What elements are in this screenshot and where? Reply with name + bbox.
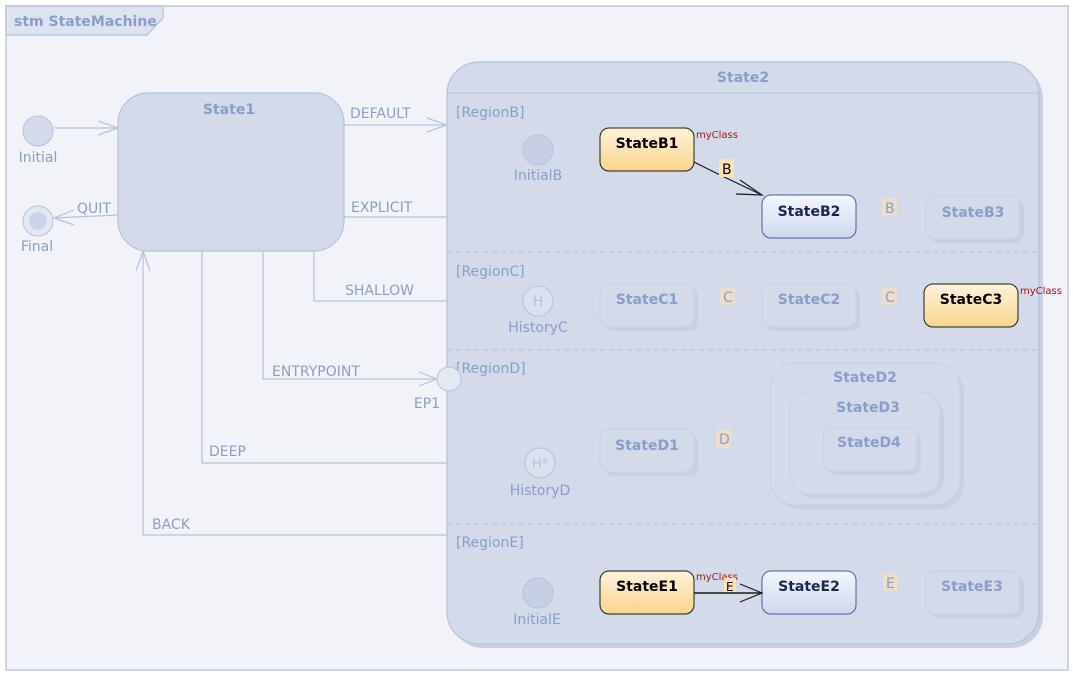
d1-to-d4-label: D [719, 432, 730, 448]
frame-title-tab [5, 5, 164, 36]
entrypoint-transition-line[interactable] [262, 251, 437, 380]
statec2-box[interactable] [761, 283, 857, 328]
statee3-title: StateE3 [941, 579, 1003, 595]
stateb3-title: StateB3 [942, 205, 1005, 221]
e2-to-e3-label: E [886, 576, 895, 592]
entrypoint-label: ENTRYPOINT [272, 364, 360, 380]
historyc-symbol: H [533, 294, 544, 310]
final-label: Final [21, 239, 53, 255]
e1-to-e2-arrowhead [739, 583, 764, 603]
historyd-label: HistoryD [510, 483, 571, 499]
historyc-label: HistoryC [508, 320, 568, 336]
b1-to-b2-arrowhead [735, 179, 765, 196]
statee3-box[interactable] [925, 570, 1021, 615]
shallow-label: SHALLOW [345, 283, 414, 299]
state2-title: State2 [717, 70, 769, 86]
ep1-label: EP1 [414, 396, 440, 412]
stateb1-box[interactable] [599, 127, 695, 172]
statee2-title: StateE2 [778, 579, 840, 595]
quit-transition-line[interactable] [53, 214, 119, 219]
b2-to-b3-label: B [885, 201, 895, 217]
statee1-stereotype: myClass [696, 572, 738, 583]
initial-label: Initial [19, 150, 58, 166]
frame-title: stm StateMachine [14, 14, 157, 30]
c2-to-c3-label: C [885, 290, 895, 306]
state1-title: State1 [203, 102, 255, 118]
b2-to-b3-label-bg [882, 198, 897, 216]
c1-to-c2-label-bg [720, 287, 735, 305]
stateb2-box[interactable] [761, 194, 857, 239]
initialb-node[interactable] [522, 134, 554, 166]
stated1-title: StateD1 [615, 438, 679, 454]
back-transition-line[interactable] [142, 251, 447, 536]
c1-to-c2-label: C [723, 290, 733, 306]
stateb2-title: StateB2 [778, 204, 841, 220]
region-e-label: [RegionE] [456, 535, 524, 551]
b1-to-b2-label-bg [719, 159, 734, 177]
quit-transition-arrowhead [52, 209, 75, 226]
statec2-title: StateC2 [778, 292, 840, 308]
historyc-node[interactable] [522, 285, 554, 317]
historyd-node[interactable] [524, 447, 556, 479]
c2-to-c3-label-bg [882, 287, 897, 305]
initiale-label: InitialE [513, 612, 561, 628]
e1-to-e2-label-bg [724, 578, 736, 592]
quit-label: QUIT [77, 201, 111, 217]
statec3-title: StateC3 [940, 292, 1002, 308]
statec1-box[interactable] [599, 283, 695, 328]
statee1-title: StateE1 [616, 579, 678, 595]
initial-node[interactable] [22, 115, 54, 147]
stateb3-box[interactable] [925, 195, 1021, 240]
deep-transition-line[interactable] [201, 251, 525, 464]
historyd-symbol: H* [532, 457, 549, 472]
final-node-core [29, 212, 47, 230]
statec3-box[interactable] [923, 283, 1019, 328]
state1-box[interactable] [117, 92, 345, 252]
deep-label: DEEP [209, 444, 246, 460]
explicit-label: EXPLICIT [351, 200, 413, 216]
stated2-title: StateD2 [833, 370, 897, 386]
statec3-stereotype: myClass [1020, 286, 1062, 297]
stateb1-stereotype: myClass [696, 130, 738, 141]
e2-to-e3-label-bg [883, 573, 898, 591]
d1-to-d4-label-bg [716, 430, 731, 448]
stateb1-title: StateB1 [616, 136, 679, 152]
ep1-node[interactable] [436, 366, 462, 392]
initiale-node[interactable] [522, 577, 554, 609]
default-label: DEFAULT [350, 106, 411, 122]
e1-to-e2-label: E [726, 580, 734, 594]
stated3-title: StateD3 [836, 400, 900, 416]
stated4-box[interactable] [822, 427, 918, 472]
region-d-label: [RegionD] [456, 361, 526, 377]
stated4-title: StateD4 [837, 435, 901, 451]
initialb-label: InitialB [514, 168, 562, 184]
region-c-label: [RegionC] [456, 264, 525, 280]
stated1-box[interactable] [599, 428, 695, 473]
back-label: BACK [152, 517, 191, 533]
statec1-title: StateC1 [616, 292, 678, 308]
b1-to-b2-label: B [722, 162, 732, 178]
region-b-label: [RegionB] [456, 105, 524, 121]
